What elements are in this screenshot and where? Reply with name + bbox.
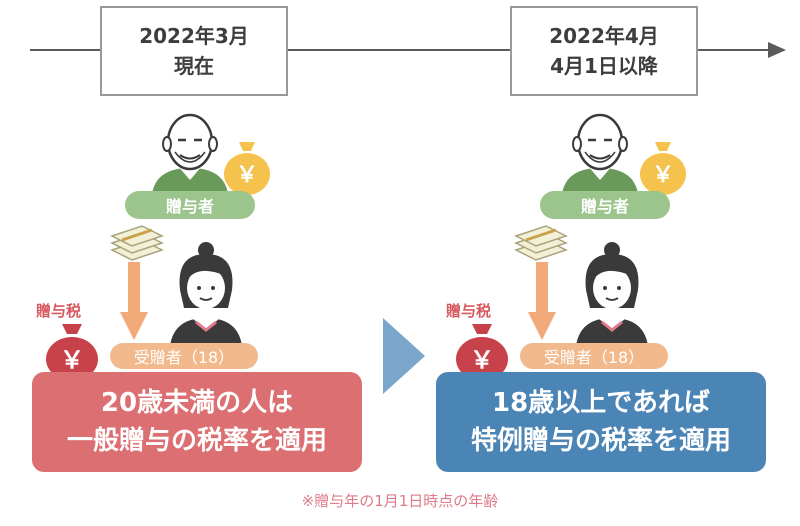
date-current-line2: 現在 [174,54,214,78]
date-current-line1: 2022年3月 [139,24,249,48]
svg-text:￥: ￥ [236,163,258,188]
svg-text:￥: ￥ [470,346,494,374]
yen-money-bag-icon-right: ￥ [640,142,686,195]
giver-person-icon [152,113,228,194]
gift-direction-arrow-icon [120,262,148,340]
receiver-person-icon [170,242,242,346]
receiver-label-left: 受贈者（18） [110,343,258,369]
giver-person-icon-right [562,113,638,194]
date-box-current: 2022年3月 現在 [100,6,288,96]
date-after-line2: 4月1日以降 [550,54,658,78]
gift-direction-arrow-icon-right [528,262,556,340]
result-box-18plus: 18歳以上であれば 特例贈与の税率を適用 [436,372,766,472]
timeline-line [30,49,775,51]
svg-text:￥: ￥ [60,346,84,374]
timeline-arrowhead-icon [768,42,786,58]
receiver-person-icon-right [576,242,648,346]
cash-stack-icon-right [514,225,568,261]
result-left-line2: 一般贈与の税率を適用 [66,426,327,456]
result-left-line1: 20歳未満の人は [100,388,294,418]
giver-label: 贈与者 [125,191,255,219]
age-footnote: ※贈与年の1月1日時点の年齢 [301,492,499,510]
gift-tax-label-right: 贈与税 [446,302,492,320]
receiver-label-right: 受贈者（18） [520,343,668,369]
result-box-under20: 20歳未満の人は 一般贈与の税率を適用 [32,372,362,472]
cash-stack-icon [110,225,164,261]
yen-money-bag-icon: ￥ [224,142,270,195]
transition-arrow-icon [383,318,425,394]
gift-tax-bag-icon-right: ￥ [456,324,508,381]
date-after-line1: 2022年4月 [549,24,659,48]
result-right-line2: 特例贈与の税率を適用 [470,426,731,456]
gift-tax-label-left: 贈与税 [36,302,82,320]
result-right-line1: 18歳以上であれば [492,388,710,418]
date-box-after: 2022年4月 4月1日以降 [510,6,698,96]
gift-tax-bag-icon: ￥ [46,324,98,381]
svg-text:￥: ￥ [652,163,674,188]
giver-label-right: 贈与者 [540,191,670,219]
